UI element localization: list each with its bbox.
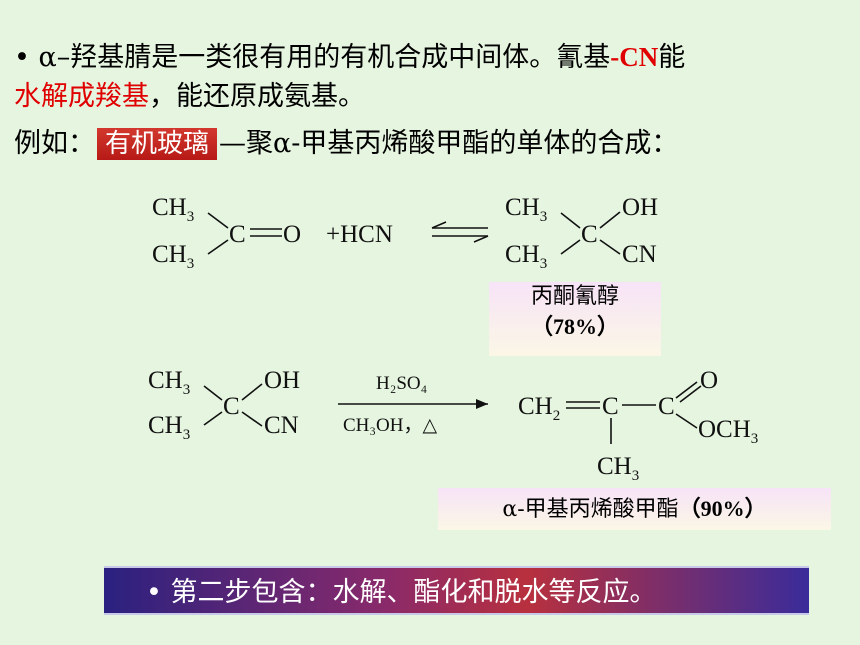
cyano-group: -CN (610, 42, 659, 72)
organic-glass-tag: 有机玻璃 (97, 128, 218, 160)
intro-line-2: 水解成羧基，能还原成氨基。 (14, 80, 365, 114)
svg-text:C: C (658, 393, 675, 420)
product-name: 丙酮氰醇 (530, 284, 619, 309)
summary-text: • 第二步包含：水解、酯化和脱水等反应。 (146, 577, 657, 608)
reagent-h2so4: H₂SO₄ (376, 373, 427, 394)
intro-text-1: –羟基腈是一类很有用的有机合成中间体。氰基 (56, 42, 611, 73)
equilibrium-arrow (431, 221, 489, 243)
svg-text:OCH3: OCH3 (698, 416, 758, 447)
product-name: -甲基丙烯酸甲酯 (517, 497, 679, 522)
svg-text:CH2: CH2 (518, 393, 560, 424)
svg-text:CN: CN (622, 241, 657, 268)
cyanohydrin-structure-1: CH3 CH3 C OH CN (505, 194, 658, 272)
reagent-methanol-heat: CH₃OH，△ (343, 415, 437, 436)
svg-text:CH3: CH3 (148, 412, 190, 443)
svg-text:C: C (602, 393, 619, 420)
product-label-cyanohydrin: 丙酮氰醇 （78%） (489, 282, 661, 356)
example-prefix: 例如： (14, 128, 95, 159)
example-line: 例如：有机玻璃—聚α-甲基丙烯酸甲酯的单体的合成： (14, 127, 678, 161)
example-dash: —聚 (219, 128, 274, 159)
alpha-symbol: α (502, 497, 518, 522)
svg-text:CH3: CH3 (152, 194, 194, 225)
intro-line-1: • α–羟基腈是一类很有用的有机合成中间体。氰基-CN能 (14, 40, 685, 75)
svg-text:O: O (283, 221, 301, 248)
svg-text:C: C (223, 393, 240, 420)
svg-text:O: O (700, 367, 718, 394)
intro-text-2: 能 (658, 42, 686, 73)
product-label-methacrylate: α-甲基丙烯酸甲酯（90%） (438, 488, 831, 530)
svg-text:CH3: CH3 (148, 367, 190, 398)
svg-text:CN: CN (264, 412, 299, 439)
bullet: • (14, 42, 30, 73)
svg-text:CH3: CH3 (505, 194, 547, 225)
svg-text:OH: OH (264, 367, 300, 394)
cyanohydrin-structure-2: CH3 CH3 C OH CN (148, 367, 300, 443)
alpha-symbol: α (273, 128, 292, 159)
summary-banner: • 第二步包含：水解、酯化和脱水等反应。 (104, 566, 809, 615)
svg-text:CH3: CH3 (597, 453, 639, 484)
svg-text:CH3: CH3 (152, 241, 194, 272)
example-suffix: -甲基丙烯酸甲酯的单体的合成： (291, 128, 679, 159)
methyl-methacrylate-structure: CH2 C CH3 C O OCH3 (518, 367, 758, 484)
svg-text:C: C (581, 221, 598, 248)
alpha-symbol: α (38, 42, 57, 73)
reaction-arrow: H₂SO₄ CH₃OH，△ (338, 373, 488, 436)
svg-text:OH: OH (622, 194, 658, 221)
plus-hcn: +HCN (326, 221, 393, 248)
product-yield: （78%） (530, 314, 619, 339)
intro-text-3: ，能还原成氨基。 (149, 81, 365, 112)
acetone-structure: CH3 CH3 C O (152, 194, 301, 272)
product-yield: （90%） (678, 496, 767, 521)
svg-text:C: C (229, 221, 246, 248)
svg-text:CH3: CH3 (505, 241, 547, 272)
highlight-hydrolysis: 水解成羧基 (14, 81, 149, 112)
